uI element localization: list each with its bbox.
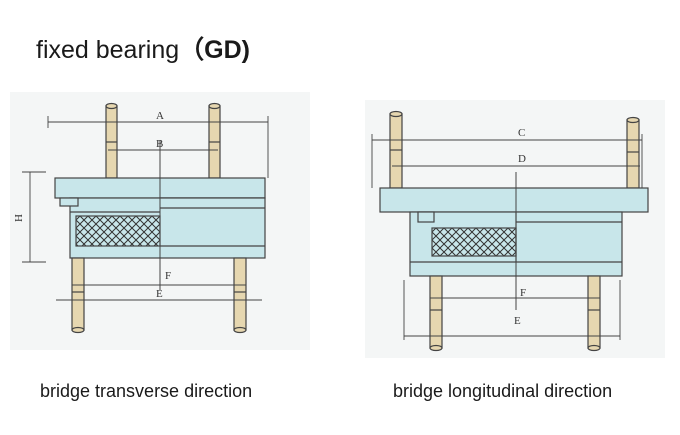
top-anchor-bolt-right-r [626,116,640,189]
dim-h-label: H [13,214,25,222]
top-plate-r [379,187,649,213]
bottom-anchor-bolt-right [233,257,247,334]
stopper-block [59,197,79,207]
transverse-view [54,102,266,334]
caption-longitudinal: bridge longitudinal direction [393,381,613,401]
dim-d-label: D [518,153,526,165]
dim-c-label: C [518,127,525,139]
rubber-layer [75,215,161,247]
page-title: fixed bearing（GD) [36,30,250,66]
rubber-layer-r [431,227,517,257]
bottom-anchor-bolt-left-r [429,275,443,352]
top-anchor-bolt-left [105,102,118,179]
dim-a-label: A [156,110,164,122]
dim-f-label-left: F [165,270,171,282]
bottom-anchor-bolt-right-r [587,275,601,352]
title-main: fixed bearing [36,36,180,64]
stopper-block-r [417,211,435,223]
dim-f-label-right: F [520,287,526,299]
caption-transverse: bridge transverse direction [40,381,253,401]
longitudinal-dimensions [371,134,643,340]
dim-b-label: B [156,138,163,150]
dim-e-label-left: E [156,288,163,300]
top-anchor-bolt-right [208,102,221,179]
top-anchor-bolt-left-r [389,110,403,189]
longitudinal-view [379,110,649,352]
title-code: （GD) [179,36,250,64]
bottom-anchor-bolt-left [71,257,85,334]
transverse-dimensions [22,116,269,301]
dim-e-label-right: E [514,315,521,327]
